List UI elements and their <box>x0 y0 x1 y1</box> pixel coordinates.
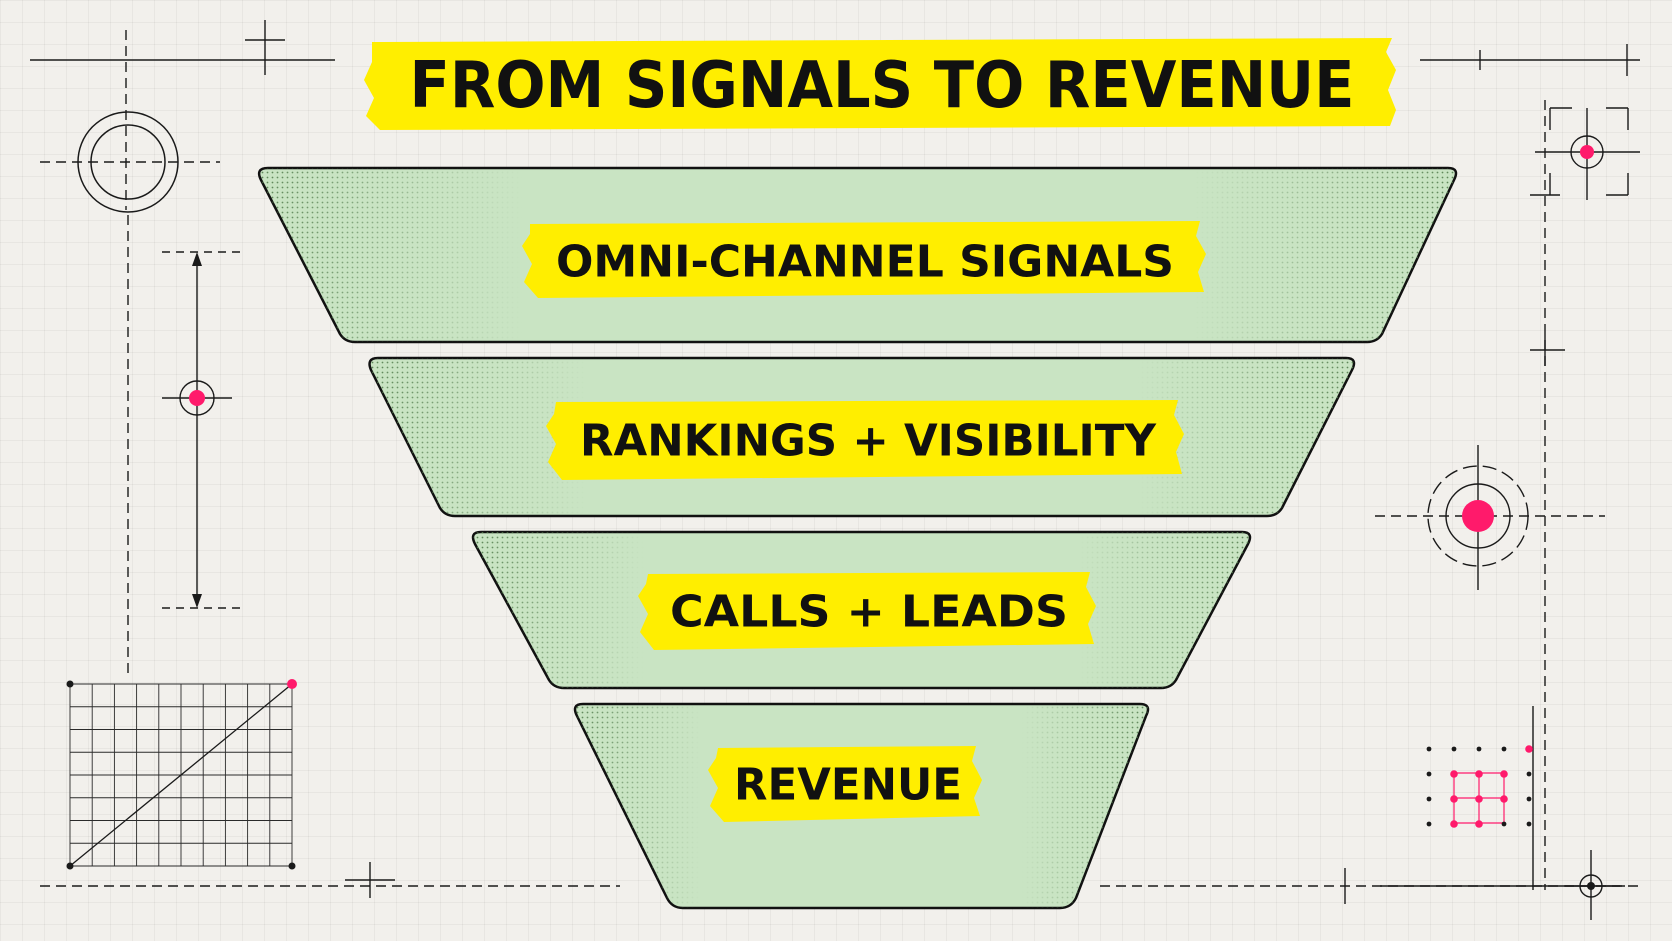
concentric-circle-target-top-left <box>77 111 179 213</box>
title-highlight <box>364 38 1396 130</box>
funnel-stage-2-label: RANKINGS + VISIBILITY <box>580 416 1157 467</box>
crosshair-marker-bottom-right <box>1579 874 1603 898</box>
funnel-stage-1-highlight <box>522 221 1206 298</box>
decorative-grid-graph <box>66 679 297 870</box>
page-title: FROM SIGNALS TO REVENUE <box>410 49 1355 123</box>
funnel-stage-4-label: REVENUE <box>734 760 962 811</box>
title-group: FROM SIGNALS TO REVENUE <box>364 38 1396 130</box>
funnel-stage-1: OMNI-CHANNEL SIGNALS <box>257 166 1458 344</box>
decorative-drafting-lines <box>30 20 1640 920</box>
funnel-stage-3-label: CALLS + LEADS <box>670 587 1068 638</box>
funnel-stage-3-highlight <box>638 572 1096 650</box>
funnel-stage-3: CALLS + LEADS <box>471 530 1252 690</box>
funnel-stage-4: REVENUE <box>573 702 1150 910</box>
decorative-dot-matrix <box>1426 745 1533 828</box>
funnel-stage-4-highlight <box>708 746 982 822</box>
funnel-stage-2: RANKINGS + VISIBILITY <box>368 356 1356 518</box>
funnel: OMNI-CHANNEL SIGNALS RANKINGS + VISIBILI… <box>257 166 1458 910</box>
crosshair-marker-top-right <box>1570 135 1604 169</box>
crosshair-marker-left <box>179 380 215 416</box>
funnel-stage-2-highlight <box>546 400 1184 480</box>
funnel-stage-1-label: OMNI-CHANNEL SIGNALS <box>556 237 1174 288</box>
crosshair-target-right <box>1427 465 1529 567</box>
